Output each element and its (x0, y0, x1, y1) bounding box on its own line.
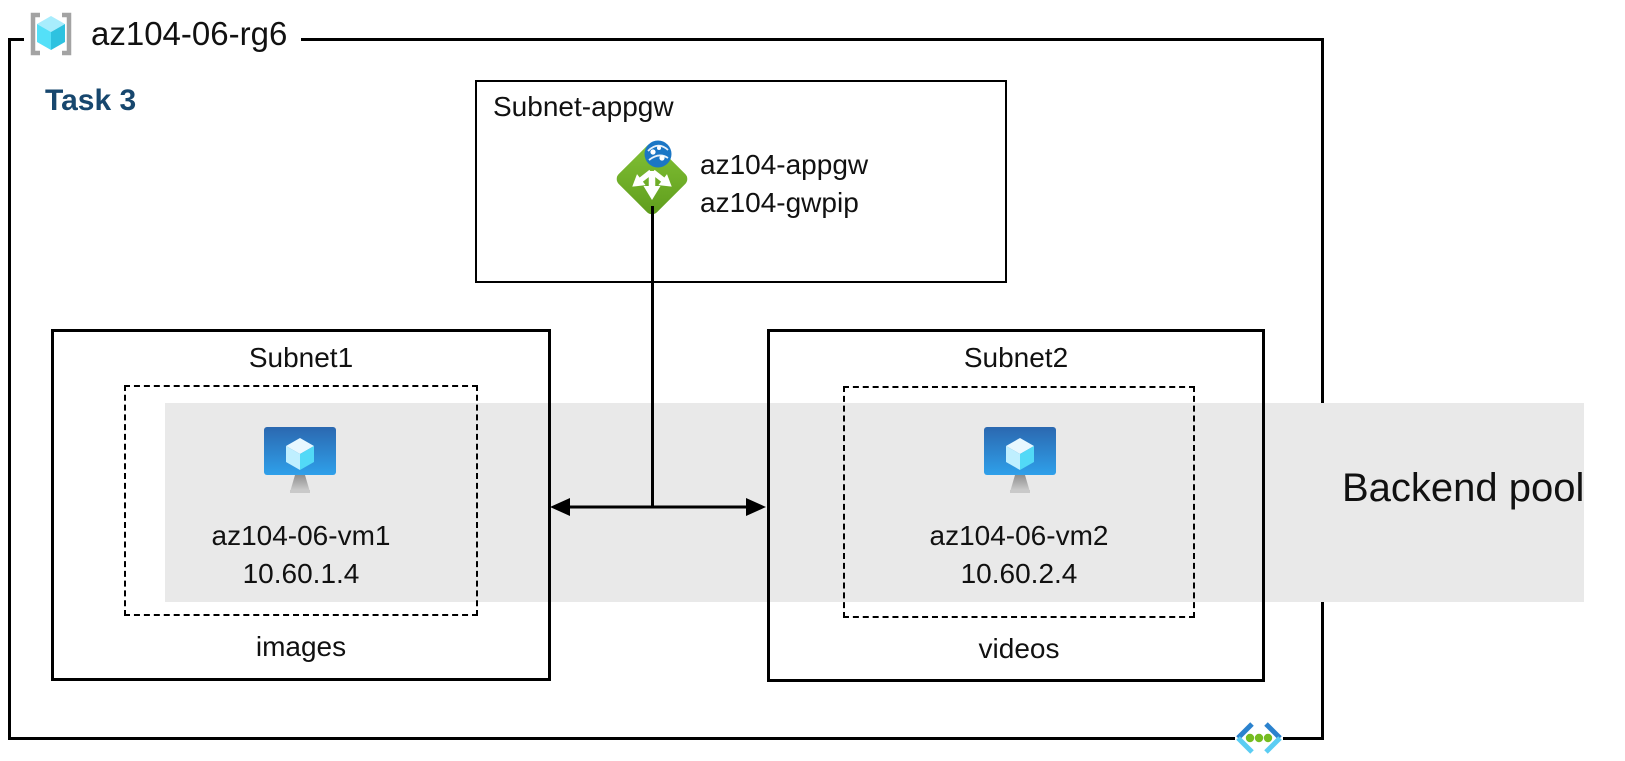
resource-group-icon (30, 12, 72, 56)
vm1-name: az104-06-vm1 (211, 520, 391, 551)
appgw-name: az104-appgw (700, 149, 869, 180)
subnet2-label: Subnet2 (963, 342, 1069, 373)
subnet1-box: Subnet1 (51, 329, 551, 681)
virtual-machine-icon (264, 427, 336, 493)
appgw-subnet-box: Subnet-appgw (475, 80, 1007, 283)
backend-pool-label: Backend pool (1342, 466, 1585, 510)
vm2-text: az104-06-vm2 10.60.2.4 (843, 517, 1195, 593)
application-gateway-icon (616, 140, 688, 215)
subnet2-box: Subnet2 (767, 329, 1265, 682)
images-label: images (255, 631, 347, 662)
gateway-connector-line (651, 206, 654, 507)
resource-group-name: az104-06-rg6 (91, 15, 288, 52)
appgw-public-ip-name: az104-gwpip (700, 187, 859, 218)
resource-group-label: az104-06-rg6 (24, 8, 302, 60)
subnet1-label: Subnet1 (248, 342, 354, 373)
vm2-ip: 10.60.2.4 (960, 558, 1078, 589)
virtual-machine-icon (984, 427, 1056, 493)
virtual-network-icon (1235, 722, 1283, 754)
vm2-name: az104-06-vm2 (929, 520, 1109, 551)
vm1-ip: 10.60.1.4 (242, 558, 360, 589)
appgw-subnet-label: Subnet-appgw (493, 91, 674, 122)
appgw-names: az104-appgw az104-gwpip (700, 146, 868, 222)
resource-group-box (8, 38, 1324, 740)
backend-pool-band (165, 403, 1584, 602)
videos-label: videos (978, 633, 1060, 664)
subnet1-backend-dashed-box (124, 385, 478, 616)
bidirectional-arrow (550, 498, 766, 516)
task-label: Task 3 (45, 84, 137, 117)
subnet2-backend-dashed-box (843, 386, 1195, 618)
vm1-text: az104-06-vm1 10.60.1.4 (124, 517, 478, 593)
